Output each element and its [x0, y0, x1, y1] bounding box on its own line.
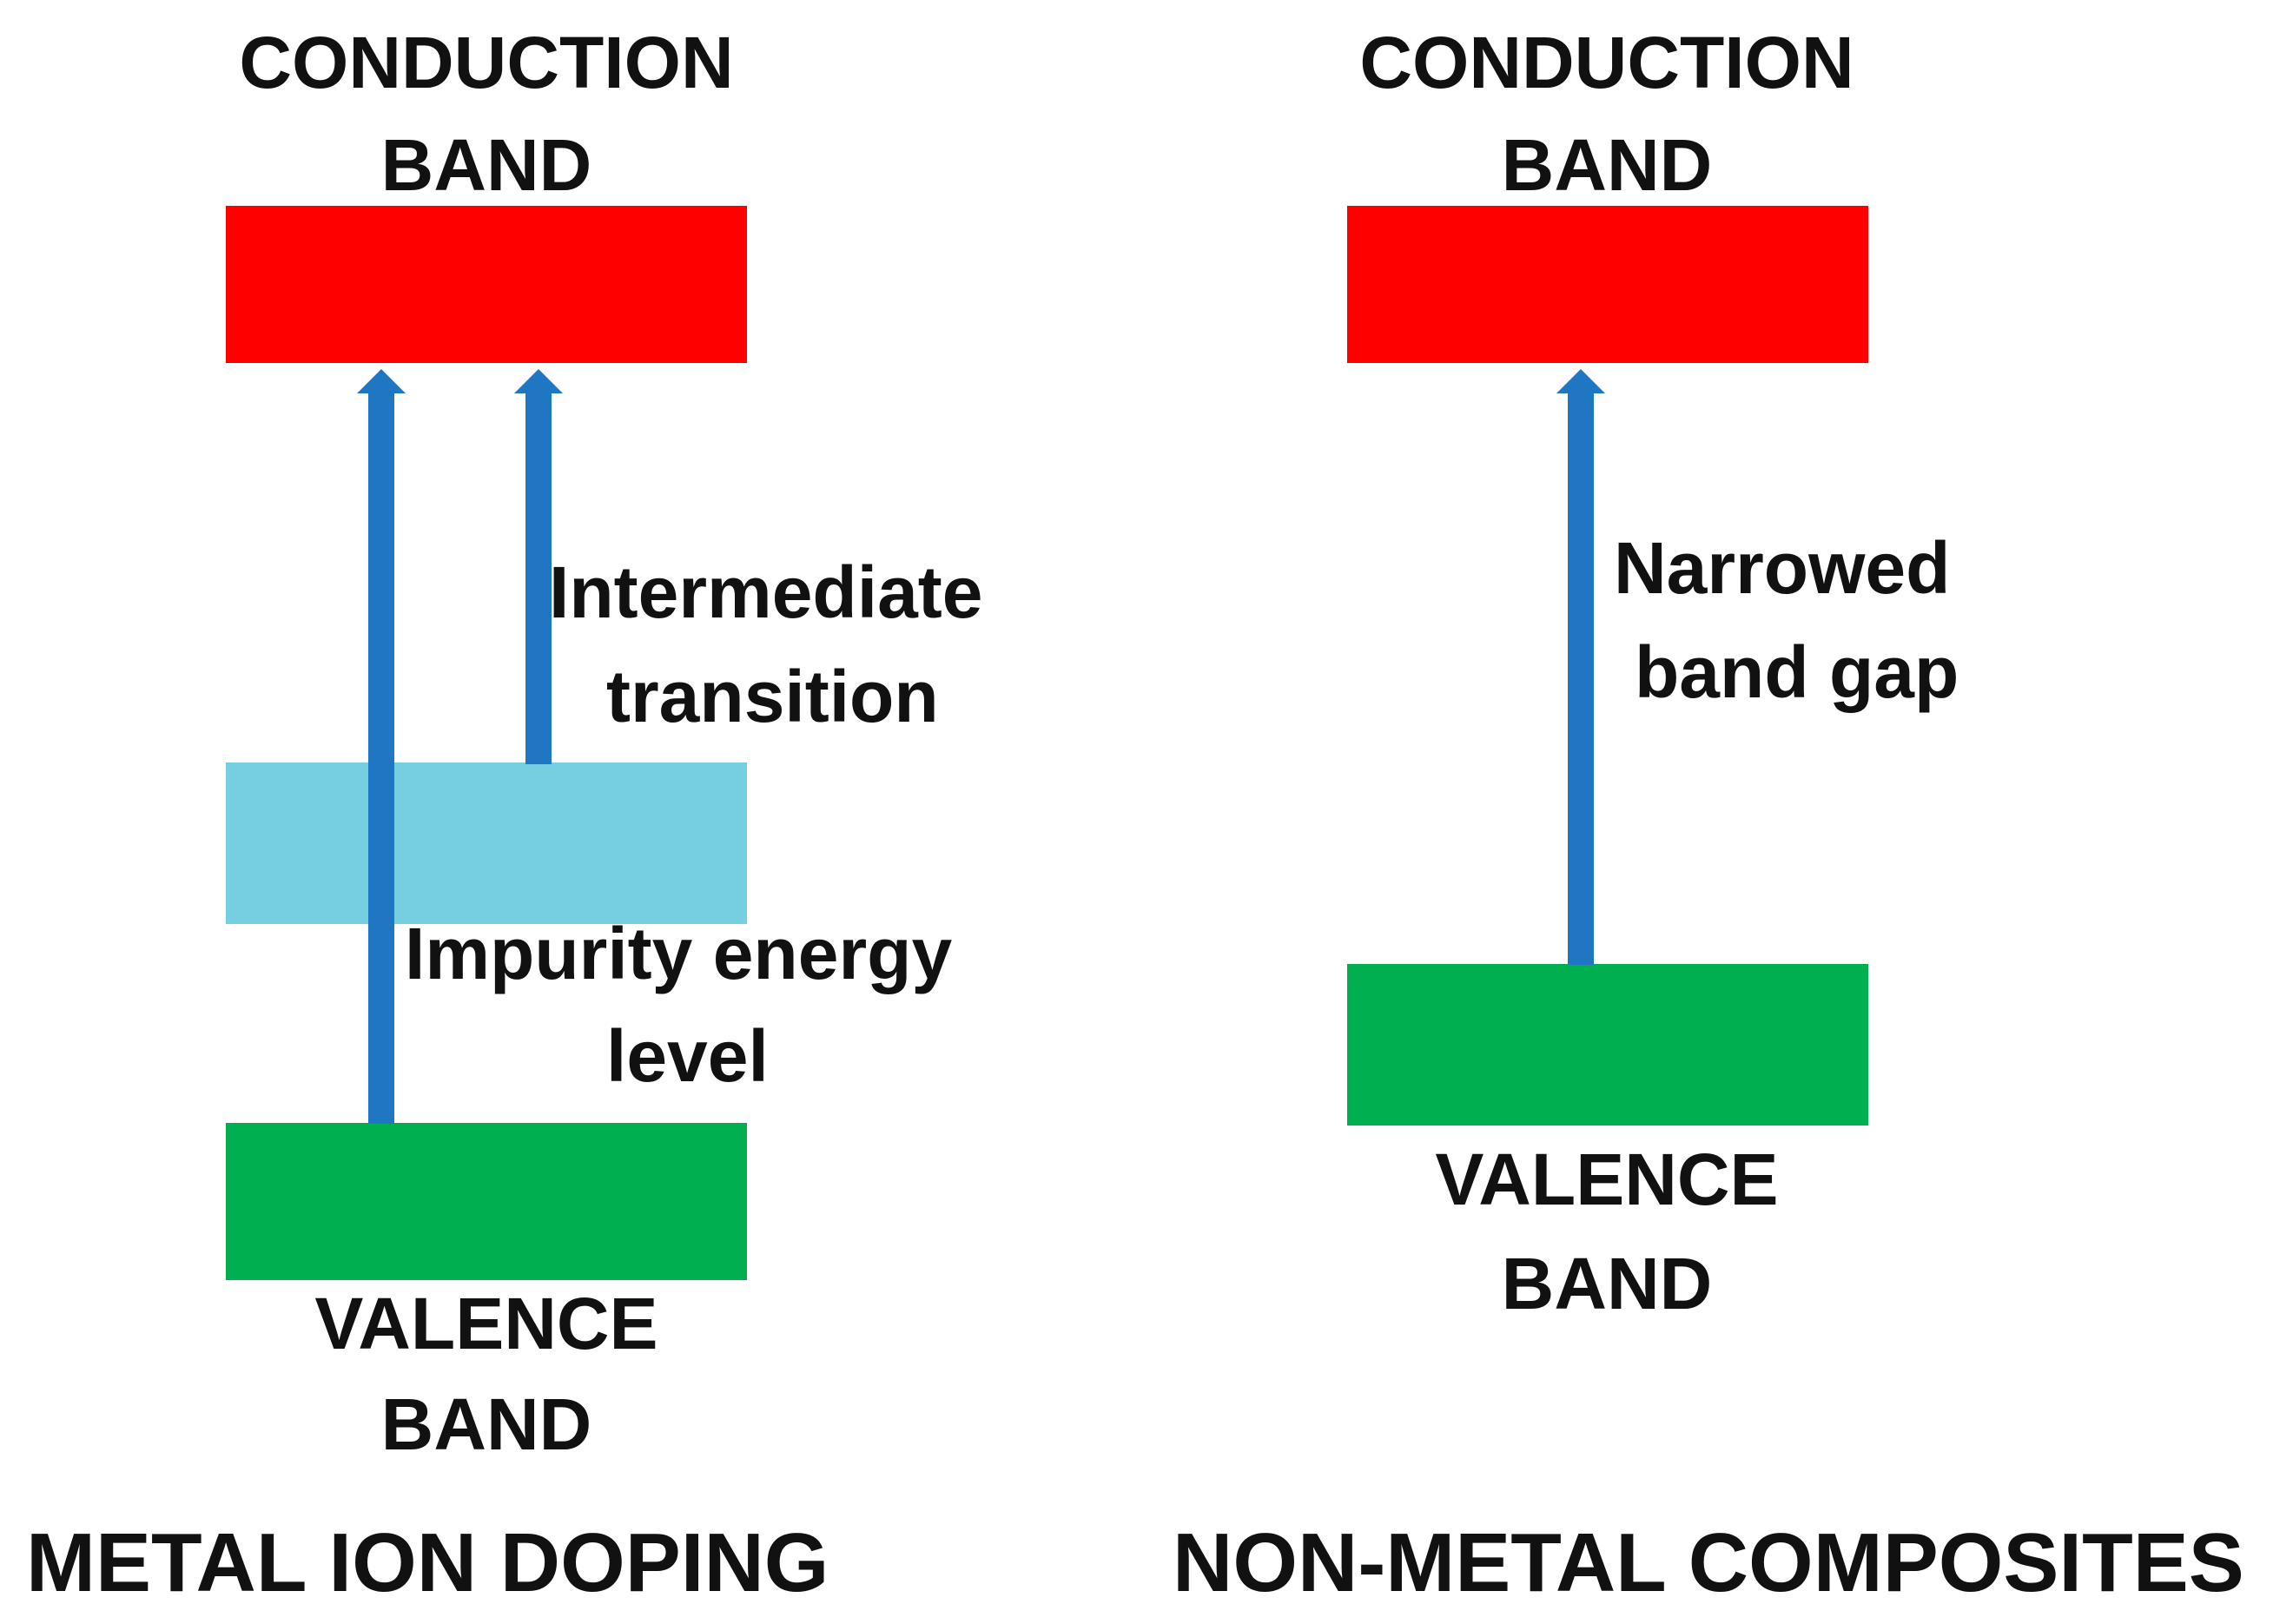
- right-valence-label-line2: BAND: [1501, 1243, 1713, 1324]
- arrow-shaft: [525, 388, 552, 764]
- arrow-head-icon: [1556, 369, 1605, 393]
- left-valence-band: [226, 1123, 747, 1280]
- left-impurity-energy-level: [226, 762, 747, 924]
- narrowed-band-gap-label-line1: Narrowed: [1614, 527, 1951, 609]
- left-conduction-label-line1: CONDUCTION: [239, 22, 734, 103]
- right-conduction-band: [1347, 206, 1868, 363]
- right-conduction-label-line1: CONDUCTION: [1359, 22, 1854, 103]
- left-intermediate-transition-arrow: [514, 369, 563, 764]
- right-panel-title: NON-METAL COMPOSITES: [1173, 1516, 2244, 1609]
- left-conduction-label-line2: BAND: [380, 124, 592, 206]
- right-narrowed-gap-arrow: [1556, 369, 1605, 965]
- arrow-shaft: [368, 388, 394, 1124]
- impurity-energy-level-label-line1: Impurity energy: [405, 913, 953, 994]
- left-conduction-band: [226, 206, 747, 363]
- left-valence-label-line2: BAND: [380, 1383, 592, 1465]
- arrow-head-icon: [357, 369, 406, 393]
- right-conduction-label-line2: BAND: [1501, 124, 1713, 206]
- right-valence-band: [1347, 964, 1868, 1126]
- left-direct-transition-arrow: [357, 369, 406, 1124]
- arrow-head-icon: [514, 369, 563, 393]
- intermediate-transition-label-line1: Intermediate: [549, 551, 983, 633]
- arrow-shaft: [1568, 388, 1594, 965]
- right-valence-label-line1: VALENCE: [1435, 1139, 1779, 1220]
- left-panel-title: METAL ION DOPING: [26, 1516, 829, 1609]
- narrowed-band-gap-label-line2: band gap: [1635, 631, 1959, 713]
- impurity-energy-level-label-line2: level: [606, 1015, 769, 1097]
- left-valence-label-line1: VALENCE: [314, 1283, 658, 1364]
- intermediate-transition-label-line2: transition: [606, 656, 939, 737]
